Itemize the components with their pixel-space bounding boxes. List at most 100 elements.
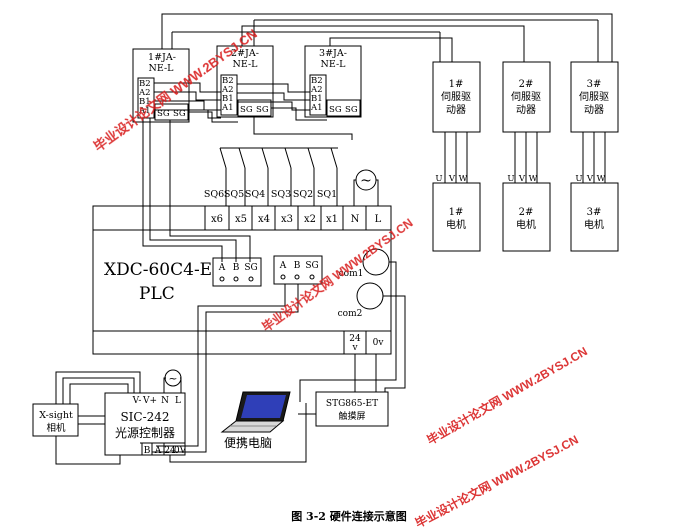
- servo-amp-1-terminal-box: [137, 77, 155, 119]
- driver-3-l1: 3#: [587, 79, 602, 90]
- wire-port2-light-b: [152, 284, 299, 453]
- light-term-l: L: [175, 396, 181, 406]
- wire-chain-7: [237, 101, 310, 111]
- motor-2-l1: 2#: [519, 207, 534, 218]
- servo-amp-2-box: [216, 45, 274, 118]
- plc-port2-a: A: [279, 261, 287, 271]
- motor-1-box: [432, 182, 481, 252]
- light-term-vminus: V-: [132, 396, 142, 406]
- driver-2-l3: 动器: [516, 104, 536, 116]
- wire-bus-2: [241, 25, 525, 62]
- switch-label-sq6: SQ6: [204, 189, 224, 200]
- amp1-sg-2: SG: [173, 109, 186, 119]
- wire-port1-b: [149, 118, 237, 262]
- plc-input-x3: x3: [281, 214, 293, 225]
- wire-ac-n: [353, 179, 356, 206]
- plc-power-v: v: [351, 343, 358, 353]
- watermark-3: 毕业设计论文网 WWW.2BYSJ.CN: [424, 343, 590, 447]
- wire-camera-1: [55, 371, 141, 404]
- touchscreen-model: STG865-ET: [326, 399, 378, 409]
- plc-port1-pin-b: [233, 276, 239, 282]
- amp1-term-a1: A1: [138, 106, 151, 116]
- watermark-4: 毕业设计论文网 WWW.2BYSJ.CN: [412, 432, 580, 528]
- wire-com1-laptop: [299, 261, 397, 402]
- wire-light-24: [169, 403, 307, 463]
- driver-3-l3: 动器: [584, 104, 604, 116]
- light-controller-model: SIC-242: [120, 410, 169, 424]
- plc-input-l: L: [375, 214, 382, 225]
- servo-amp-2-title-2: NE-L: [233, 59, 259, 70]
- touchscreen-box: [315, 391, 389, 427]
- plc-port1-pin-a: [219, 276, 225, 282]
- switch-label-sq5: SQ5: [224, 189, 244, 200]
- plc-power-24: 24: [349, 334, 361, 344]
- touchscreen-name: 触摸屏: [338, 410, 365, 422]
- amp3-term-b1: B1: [311, 94, 323, 104]
- motor-2-l2: 电机: [516, 218, 536, 231]
- plc-port2-pin-b: [294, 274, 300, 280]
- servo-amp-2-title-1: 2#JA-: [231, 48, 259, 59]
- switch-label-sq4: SQ4: [245, 189, 265, 200]
- amp3-term-a2: A2: [310, 85, 323, 95]
- plc-power-0v: 0v: [373, 338, 385, 348]
- wire-ac-l: [376, 179, 379, 206]
- amp2-term-a1: A1: [221, 103, 234, 113]
- driver-motor-wires: [444, 132, 606, 183]
- plc-input-x6: x6: [211, 214, 223, 225]
- amp2-term-a2: A2: [221, 85, 234, 95]
- wire-bus-1: [161, 13, 613, 62]
- motor-3-box: [570, 182, 619, 252]
- driver-2-l1: 2#: [519, 79, 534, 90]
- plc-port2-b: B: [294, 261, 301, 271]
- switch-label-sq1: SQ1: [317, 189, 337, 200]
- plc-port2-pin-sg: [309, 274, 315, 280]
- wire-chain-9: [188, 111, 238, 123]
- plc-input-x2: x2: [304, 214, 316, 225]
- wire-chain-4: [154, 109, 221, 119]
- motor-3-l2: 电机: [584, 218, 604, 231]
- motor-1-l2: 电机: [446, 218, 466, 231]
- wire-port2-a: [253, 116, 353, 140]
- plc-port1-sg: SG: [244, 263, 257, 273]
- motor-3-l1: 3#: [587, 207, 602, 218]
- plc-input-x5: x5: [235, 214, 247, 225]
- driver-2-w: W: [529, 174, 538, 184]
- amp1-term-b1: B1: [139, 97, 151, 107]
- amp2-term-b1: B1: [222, 94, 234, 104]
- driver-3-w: W: [597, 174, 606, 184]
- laptop-icon: [220, 391, 291, 433]
- watermark-1: 毕业设计论文网 WWW.2BYSJ.CN: [91, 26, 260, 154]
- light-term-0v: 0V: [174, 446, 187, 456]
- plc-input-cells: [204, 206, 367, 230]
- light-term-vplus: V+: [142, 396, 157, 406]
- plc-port1-b: B: [233, 263, 240, 273]
- amp3-sg-2: SG: [345, 105, 358, 115]
- switch-label-sq2: SQ2: [293, 189, 313, 200]
- servo-amp-3-title-1: 3#JA-: [319, 48, 347, 59]
- light-term-24: 24: [164, 446, 176, 456]
- plc-input-x1: x1: [326, 214, 338, 225]
- wire-camera-6: [55, 436, 121, 465]
- wire-chain-1: [154, 82, 221, 93]
- motor-2-box: [502, 182, 551, 252]
- driver-3-v: V: [586, 174, 594, 184]
- wire-chain-3: [154, 100, 221, 111]
- driver-2-l2: 伺服驱: [511, 90, 541, 103]
- amp1-term-a2: A2: [138, 88, 151, 98]
- servo-amp-3-title-2: NE-L: [321, 59, 347, 70]
- driver-1-l3: 动器: [446, 104, 466, 116]
- driver-2-u: U: [507, 174, 514, 184]
- servo-amp-1-title-2: NE-L: [149, 63, 175, 74]
- camera-label-2: 相机: [46, 422, 66, 434]
- plc-port2-sg: SG: [305, 261, 318, 271]
- light-term-b: B: [144, 446, 151, 456]
- plc-input-n: N: [351, 214, 360, 225]
- driver-2-v: V: [518, 174, 526, 184]
- plc-com2-label: com2: [338, 309, 363, 319]
- light-controller-name: 光源控制器: [115, 426, 175, 440]
- wire-camera-2: [62, 377, 135, 404]
- plc-type: PLC: [139, 284, 175, 304]
- light-term-n: N: [161, 396, 169, 406]
- wire-chain-6: [237, 92, 310, 101]
